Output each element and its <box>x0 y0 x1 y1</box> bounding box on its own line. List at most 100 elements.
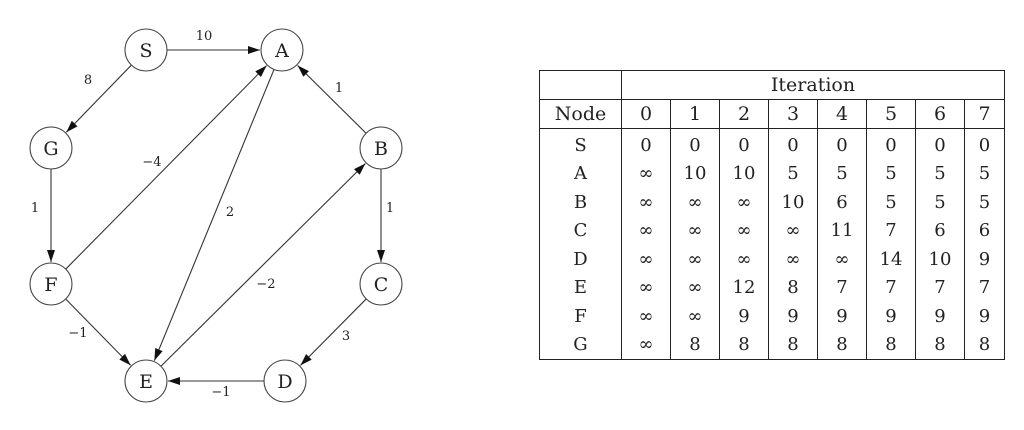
node-label: S <box>139 40 152 62</box>
distance-cell: 8 <box>670 330 720 360</box>
node-s: S <box>124 28 168 72</box>
edge-weight-label: 2 <box>226 205 234 220</box>
edge-e-b <box>160 163 366 367</box>
node-circle <box>29 126 73 170</box>
distance-cell: ∞ <box>621 159 671 188</box>
distance-cell: 5 <box>964 159 1005 188</box>
node-label: C <box>374 274 389 296</box>
iteration-header-3: 3 <box>768 99 818 129</box>
distance-cell: 8 <box>866 330 916 360</box>
row-node-label: C <box>539 216 622 245</box>
row-node-label: B <box>539 188 622 217</box>
distance-cell: 5 <box>866 159 916 188</box>
iteration-group-header: Iteration <box>621 70 1005 100</box>
node-e: E <box>124 359 168 403</box>
row-node-label: S <box>539 128 622 160</box>
edge-c-d <box>300 298 367 366</box>
distance-cell: 9 <box>915 302 965 331</box>
edge-s-g <box>65 64 132 133</box>
edge-weight-label: 1 <box>335 81 343 96</box>
distance-cell: ∞ <box>670 302 720 331</box>
distance-cell: ∞ <box>670 245 720 274</box>
edge-weight-label: −4 <box>142 155 161 170</box>
edge-weight-label: −2 <box>256 277 275 292</box>
distance-cell: ∞ <box>621 330 671 360</box>
distance-cell: ∞ <box>719 188 769 217</box>
distance-cell: 8 <box>915 330 965 360</box>
distance-cell: 0 <box>719 128 769 160</box>
node-label: D <box>277 371 292 393</box>
edge-a-e <box>153 69 275 361</box>
distance-cell: 5 <box>768 159 818 188</box>
distance-cell: 9 <box>964 302 1005 331</box>
distance-cell: 0 <box>866 128 916 160</box>
distance-cell: 8 <box>719 330 769 360</box>
edge-f-e <box>65 298 131 366</box>
distance-cell: 5 <box>866 188 916 217</box>
distance-cell: 0 <box>768 128 818 160</box>
distance-cell: 10 <box>670 159 720 188</box>
distance-cell: ∞ <box>670 216 720 245</box>
distance-cell: 6 <box>817 188 867 217</box>
distance-cell: 8 <box>768 330 818 360</box>
distance-cell: 0 <box>621 128 671 160</box>
distance-cell: 9 <box>866 302 916 331</box>
distance-cell: 0 <box>915 128 965 160</box>
node-c: C <box>359 262 403 306</box>
distance-cell: 10 <box>768 188 818 217</box>
node-b: B <box>359 126 403 170</box>
distance-cell: ∞ <box>768 245 818 274</box>
edge-f-a <box>65 65 267 270</box>
distance-cell: 6 <box>915 216 965 245</box>
distance-cell: ∞ <box>719 216 769 245</box>
node-label: B <box>374 138 388 160</box>
row-node-label: G <box>539 330 622 360</box>
node-label: E <box>139 371 153 393</box>
iteration-header-6: 6 <box>915 99 965 129</box>
distance-cell: 10 <box>719 159 769 188</box>
edge-weight-label: 1 <box>386 201 394 216</box>
node-circle <box>359 262 403 306</box>
row-node-label: D <box>539 245 622 274</box>
distance-cell: ∞ <box>621 245 671 274</box>
node-f: F <box>29 262 73 306</box>
distance-cell: ∞ <box>621 216 671 245</box>
distance-cell: 7 <box>866 216 916 245</box>
distance-cell: 8 <box>768 273 818 302</box>
distance-cell: 0 <box>670 128 720 160</box>
distance-cell: 8 <box>817 330 867 360</box>
distance-cell: 6 <box>964 216 1005 245</box>
node-circle <box>124 28 168 72</box>
edge-weight-label: 10 <box>196 29 213 44</box>
distance-cell: 12 <box>719 273 769 302</box>
distance-cell: ∞ <box>768 216 818 245</box>
distance-cell: 5 <box>915 188 965 217</box>
distance-cell: 7 <box>817 273 867 302</box>
row-node-label: E <box>539 273 622 302</box>
distance-cell: ∞ <box>719 245 769 274</box>
distance-cell: 5 <box>964 188 1005 217</box>
node-column-header: Node <box>539 99 622 129</box>
distance-cell: 9 <box>817 302 867 331</box>
node-circle <box>263 359 307 403</box>
iteration-header-5: 5 <box>866 99 916 129</box>
iteration-header-4: 4 <box>817 99 867 129</box>
iteration-header-1: 1 <box>670 99 720 129</box>
row-node-label: F <box>539 302 622 331</box>
distance-cell: ∞ <box>670 188 720 217</box>
distance-cell: 5 <box>915 159 965 188</box>
distance-cell: 5 <box>817 159 867 188</box>
node-label: F <box>44 274 57 296</box>
distance-cell: 0 <box>817 128 867 160</box>
distance-cell: 7 <box>915 273 965 302</box>
distance-cell: ∞ <box>621 273 671 302</box>
iteration-header-7: 7 <box>964 99 1005 129</box>
